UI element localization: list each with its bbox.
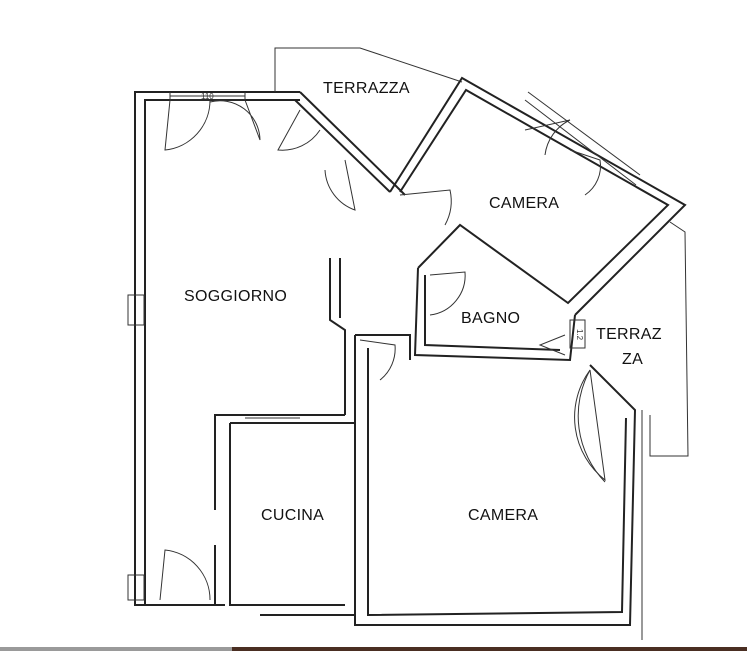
bottom-edge-strip-brown	[232, 647, 747, 651]
camera-top-walls	[389, 76, 687, 316]
camera-bottom-walls	[354, 334, 643, 640]
room-label-camera-top: CAMERA	[489, 195, 560, 212]
cucina-walls	[214, 414, 355, 616]
terrazza-right-outline	[649, 221, 689, 457]
room-label-camera-bottom: CAMERA	[468, 507, 539, 524]
room-label-soggiorno: SOGGIORNO	[184, 288, 288, 305]
room-label-bagno: BAGNO	[461, 310, 521, 327]
soggiorno-walls	[127, 91, 406, 606]
room-label-terrazza-right-2: ZA	[622, 351, 644, 368]
window-dimension-bagno: 1.2	[575, 328, 585, 341]
terrazza-top-outline	[274, 47, 463, 92]
bottom-edge-strip-gray	[0, 647, 232, 651]
room-label-cucina: CUCINA	[261, 507, 325, 524]
window-dimension-top: 110	[201, 92, 214, 101]
room-label-terrazza-top: TERRAZZA	[323, 80, 410, 97]
bagno-walls	[413, 267, 586, 362]
room-label-terrazza-right-1: TERRAZ	[596, 326, 662, 343]
doors	[159, 99, 606, 601]
